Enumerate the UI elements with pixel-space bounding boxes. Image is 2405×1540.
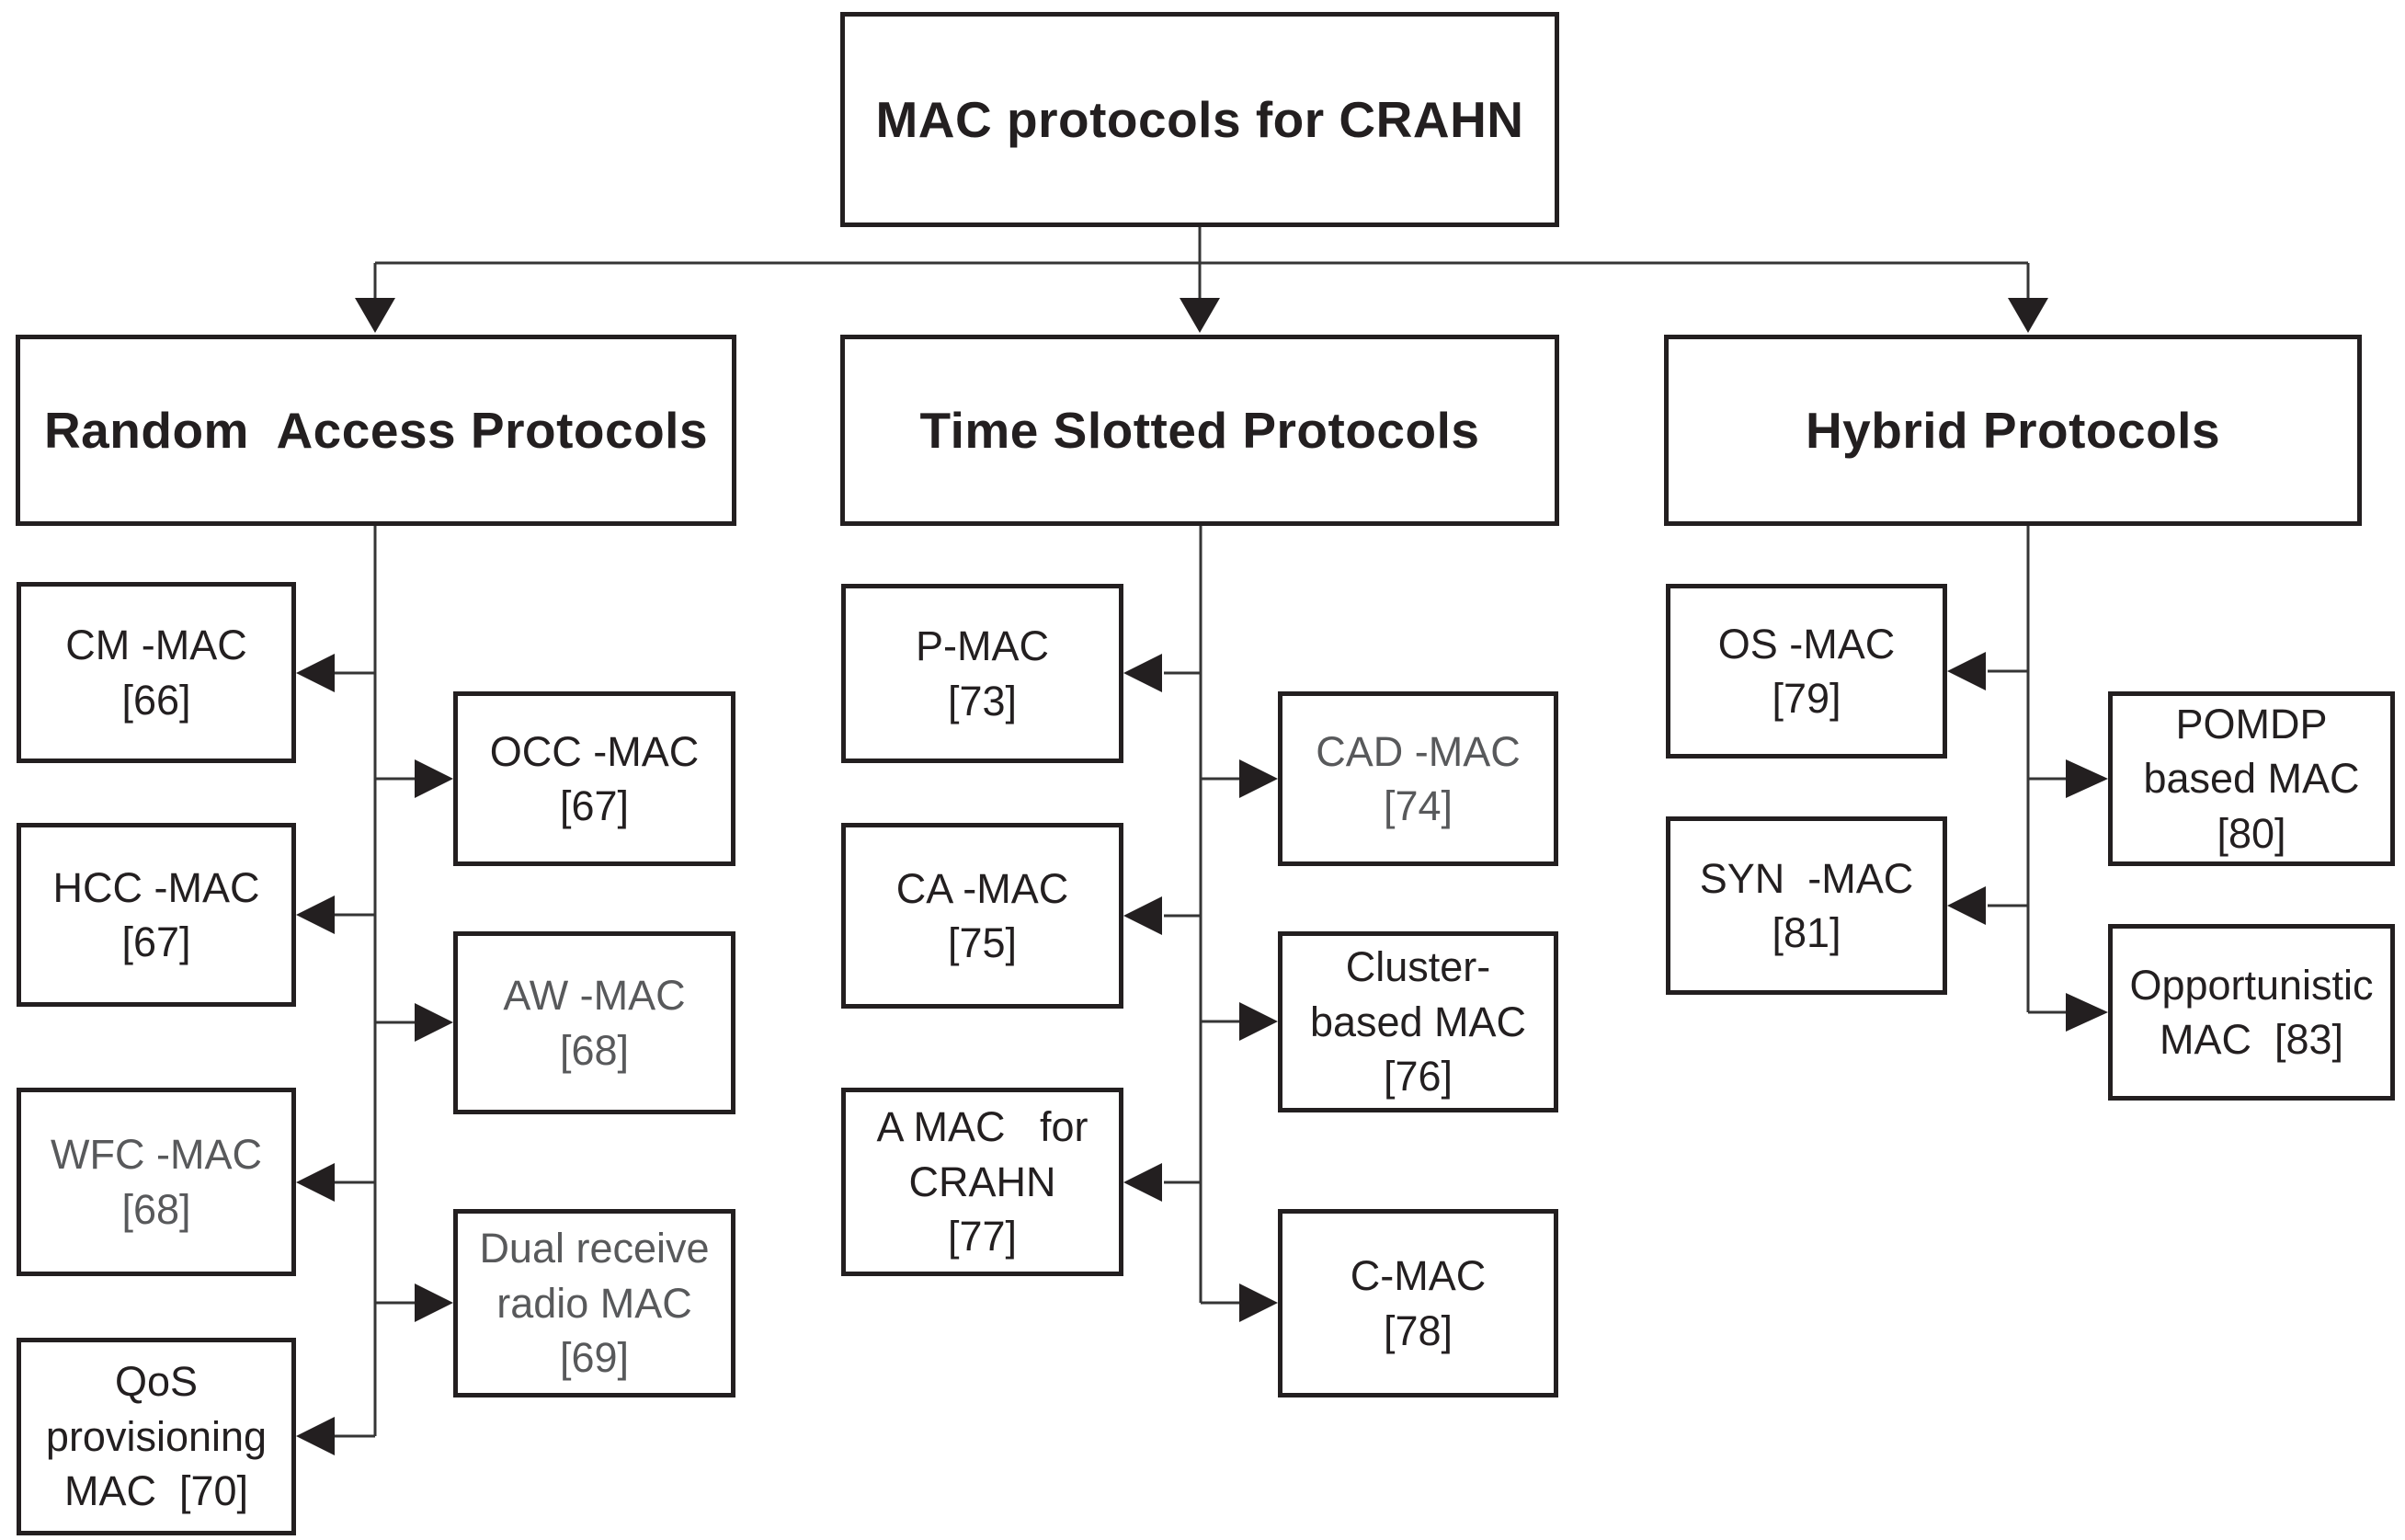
node-c-mac: C-MAC [78] — [1278, 1209, 1558, 1397]
down-arrowhead-random-access — [355, 298, 395, 333]
left-arrowhead-wfc-mac — [296, 1163, 335, 1202]
down-arrowhead-hybrid — [2008, 298, 2048, 333]
left-arrowhead-os-mac — [1947, 652, 1986, 690]
down-arrowhead-time-slotted — [1180, 298, 1220, 333]
node-occ-mac: OCC -MAC [67] — [453, 691, 735, 866]
left-arrowhead-a-mac — [1123, 1163, 1162, 1202]
node-random-access-protocols: Random Access Protocols — [16, 335, 736, 526]
left-arrowhead-hcc-mac — [296, 895, 335, 934]
node-a-mac-for-crahn: A MAC for CRAHN [77] — [841, 1088, 1123, 1276]
right-arrowhead-occ-mac — [415, 759, 453, 798]
node-hybrid-protocols: Hybrid Protocols — [1664, 335, 2362, 526]
node-syn-mac: SYN -MAC [81] — [1666, 816, 1947, 995]
right-arrowhead-dual-receive — [415, 1283, 453, 1322]
node-qos-provisioning-mac: QoS provisioning MAC [70] — [17, 1338, 296, 1535]
right-arrowhead-pomdp-mac — [2066, 759, 2108, 798]
left-arrowhead-ca-mac — [1123, 896, 1162, 935]
left-arrowhead-cm-mac — [296, 654, 335, 692]
node-dual-receive-radio-mac: Dual receive radio MAC [69] — [453, 1209, 735, 1397]
node-cad-mac: CAD -MAC [74] — [1278, 691, 1558, 866]
right-arrowhead-cad-mac — [1239, 759, 1278, 798]
node-wfc-mac: WFC -MAC [68] — [17, 1088, 296, 1276]
left-arrowhead-qos-mac — [296, 1417, 335, 1455]
node-pomdp-based-mac: POMDP based MAC [80] — [2108, 691, 2395, 866]
right-arrowhead-cluster-mac — [1239, 1002, 1278, 1041]
node-time-slotted-protocols: Time Slotted Protocols — [840, 335, 1559, 526]
node-cluster-based-mac: Cluster- based MAC [76] — [1278, 931, 1558, 1112]
left-arrowhead-p-mac — [1123, 654, 1162, 692]
node-aw-mac: AW -MAC [68] — [453, 931, 735, 1114]
right-arrowhead-c-mac — [1239, 1283, 1278, 1322]
node-opportunistic-mac: Opportunistic MAC [83] — [2108, 924, 2395, 1101]
node-hcc-mac: HCC -MAC [67] — [17, 823, 296, 1007]
node-ca-mac: CA -MAC [75] — [841, 823, 1123, 1009]
node-cm-mac: CM -MAC [66] — [17, 582, 296, 763]
right-arrowhead-opportunistic-mac — [2066, 993, 2108, 1032]
right-arrowhead-aw-mac — [415, 1003, 453, 1042]
node-os-mac: OS -MAC [79] — [1666, 584, 1947, 759]
node-root: MAC protocols for CRAHN — [840, 12, 1559, 227]
node-p-mac: P-MAC [73] — [841, 584, 1123, 763]
left-arrowhead-syn-mac — [1947, 886, 1986, 925]
